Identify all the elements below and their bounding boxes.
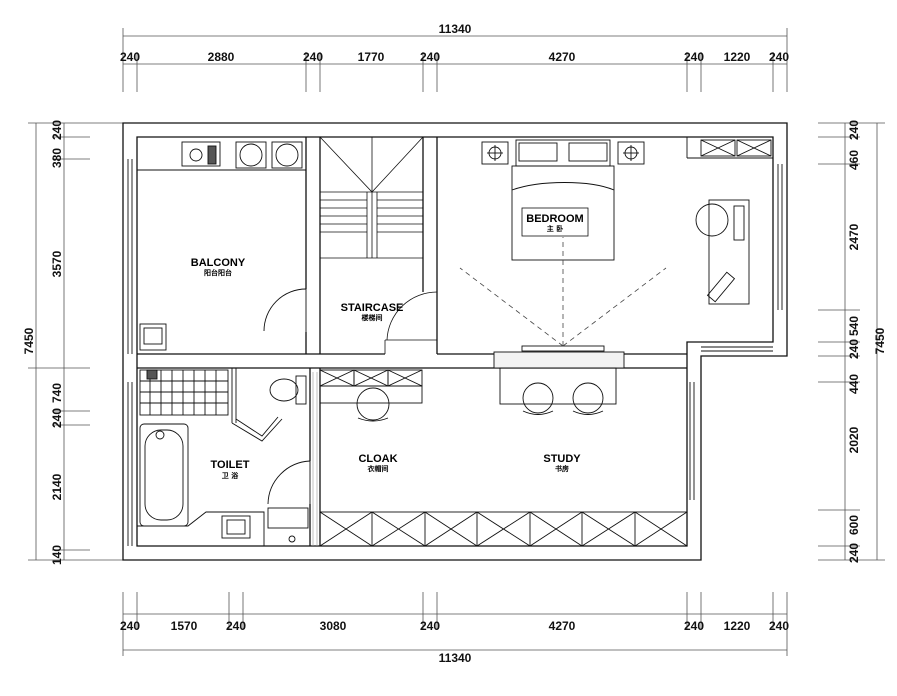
right-dim-3: 2470 xyxy=(847,223,861,250)
bedroom-tv-view-lines xyxy=(459,237,667,347)
right-dim-1: 240 xyxy=(847,120,861,140)
right-dim-6: 440 xyxy=(847,374,861,394)
top-dimension-chain xyxy=(122,28,788,92)
cloak-label: CLOAK xyxy=(358,453,397,465)
staircase-steps xyxy=(319,136,438,354)
top-dim-4: 1770 xyxy=(358,50,385,64)
top-dim-9: 240 xyxy=(769,50,789,64)
toilet-sublabel: 卫 浴 xyxy=(222,471,239,480)
top-total-dimension: 11340 xyxy=(439,22,472,36)
staircase-sublabel: 楼梯间 xyxy=(362,313,383,322)
bottom-dim-7: 240 xyxy=(684,619,704,633)
left-dim-2: 380 xyxy=(50,148,64,168)
left-dim-7: 140 xyxy=(50,545,64,565)
toilet-fixtures xyxy=(137,368,311,546)
top-dim-1: 240 xyxy=(120,50,140,64)
bottom-total-dimension: 11340 xyxy=(439,651,472,665)
top-dim-6: 4270 xyxy=(549,50,576,64)
right-dim-9: 240 xyxy=(847,543,861,563)
bottom-dim-9: 240 xyxy=(769,619,789,633)
bottom-dim-6: 4270 xyxy=(549,619,576,633)
right-dim-4: 540 xyxy=(847,316,861,336)
bottom-dim-1: 240 xyxy=(120,619,140,633)
walls xyxy=(122,122,788,561)
balcony-fixtures xyxy=(137,141,307,351)
bedroom-label-box xyxy=(521,207,589,237)
balcony-label: BALCONY xyxy=(191,257,246,269)
right-dim-8: 600 xyxy=(847,515,861,535)
study-sublabel: 书房 xyxy=(555,464,569,473)
left-total-dimension: 7450 xyxy=(22,327,36,354)
top-dim-8: 1220 xyxy=(724,50,751,64)
study-label: STUDY xyxy=(543,453,581,465)
bedroom-sublabel: 主 卧 xyxy=(547,224,563,233)
cloak-study-furniture xyxy=(319,367,688,547)
right-dim-5: 240 xyxy=(847,339,861,359)
balcony-sublabel: 阳台阳台 xyxy=(204,268,232,277)
top-dim-3: 240 xyxy=(303,50,323,64)
right-dim-7: 2020 xyxy=(847,426,861,453)
toilet-label: TOILET xyxy=(211,459,250,471)
left-dim-1: 240 xyxy=(50,120,64,140)
bedroom-label: BEDROOM xyxy=(526,213,583,225)
top-dim-2: 2880 xyxy=(208,50,235,64)
bottom-dim-5: 240 xyxy=(420,619,440,633)
left-dim-4: 740 xyxy=(50,383,64,403)
windows xyxy=(127,159,783,546)
cloak-study-screen xyxy=(312,372,318,546)
cloak-sublabel: 衣帽间 xyxy=(368,464,389,473)
left-dim-5: 240 xyxy=(50,408,64,428)
bottom-dim-2: 1570 xyxy=(171,619,198,633)
right-dim-2: 460 xyxy=(847,150,861,170)
left-dimension-chain xyxy=(28,122,123,561)
left-dim-6: 2140 xyxy=(50,473,64,500)
right-dimension-chain xyxy=(818,122,885,561)
bottom-dimension-chain xyxy=(122,592,788,656)
staircase-label: STAIRCASE xyxy=(341,302,404,314)
bottom-dim-8: 1220 xyxy=(724,619,751,633)
left-dim-3: 3570 xyxy=(50,250,64,277)
top-dim-5: 240 xyxy=(420,50,440,64)
bottom-dim-4: 3080 xyxy=(320,619,347,633)
top-dim-7: 240 xyxy=(684,50,704,64)
bottom-dim-3: 240 xyxy=(226,619,246,633)
bedroom-furniture xyxy=(481,137,773,369)
right-total-dimension: 7450 xyxy=(873,327,887,354)
